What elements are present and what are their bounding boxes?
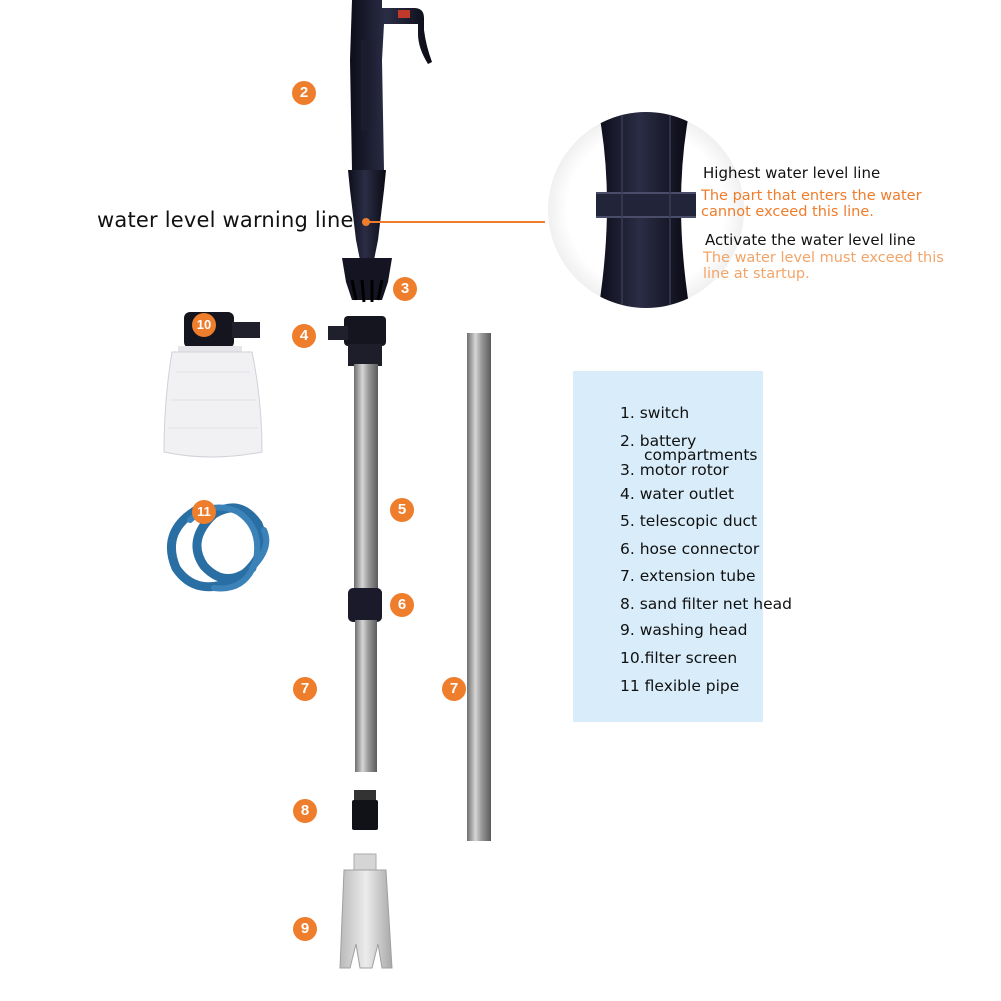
badge-8: 8	[293, 799, 317, 823]
water-level-pointer	[362, 218, 545, 226]
badge-7a: 7	[293, 677, 317, 701]
badge-4: 4	[292, 324, 316, 348]
hose-connector	[348, 588, 382, 622]
badge-6: 6	[390, 593, 414, 617]
badge-5: 5	[390, 498, 414, 522]
badge-10: 10	[192, 313, 216, 337]
washing-head	[339, 853, 393, 969]
badge-9: 9	[293, 917, 317, 941]
telescopic-duct	[354, 364, 378, 592]
sand-filter-head	[352, 790, 378, 830]
badge-7b: 7	[442, 677, 466, 701]
flexible-hose	[167, 503, 270, 592]
legend-item-1: 1. switch	[620, 404, 690, 422]
badge-3: 3	[393, 277, 417, 301]
pump-body	[342, 0, 432, 303]
water-level-warning-label: water level warning line	[97, 208, 354, 232]
activate-water-level-title: Activate the water level line	[705, 231, 916, 249]
legend-item-3: 3. motor rotor	[620, 461, 729, 479]
legend-item-8: 8. sand filter net head	[620, 595, 792, 613]
extension-tube-separate	[467, 333, 491, 841]
legend-item-9: 9. washing head	[620, 621, 748, 639]
legend-item-4: 4. water outlet	[620, 485, 735, 503]
badge-11: 11	[192, 500, 216, 524]
water-outlet	[328, 316, 386, 366]
legend-item-6: 6. hose connector	[620, 540, 760, 558]
parts-legend	[573, 371, 763, 722]
legend-item-7: 7. extension tube	[620, 567, 756, 585]
zoom-detail	[548, 112, 744, 308]
legend-item-5: 5. telescopic duct	[620, 512, 758, 530]
highest-water-level-title: Highest water level line	[703, 164, 881, 182]
highest-water-level-note-1: The part that enters the water	[701, 188, 922, 204]
highest-water-level-note-2: cannot exceed this line.	[701, 204, 874, 220]
extension-tube-lower	[355, 620, 377, 772]
filter-screen	[163, 312, 263, 458]
activate-water-level-note-2: line at startup.	[703, 266, 810, 282]
badge-2: 2	[292, 81, 316, 105]
legend-item-10: 10.filter screen	[620, 649, 738, 667]
legend-item-11: 11 flexible pipe	[620, 677, 740, 695]
activate-water-level-note-1: The water level must exceed this	[703, 250, 944, 266]
